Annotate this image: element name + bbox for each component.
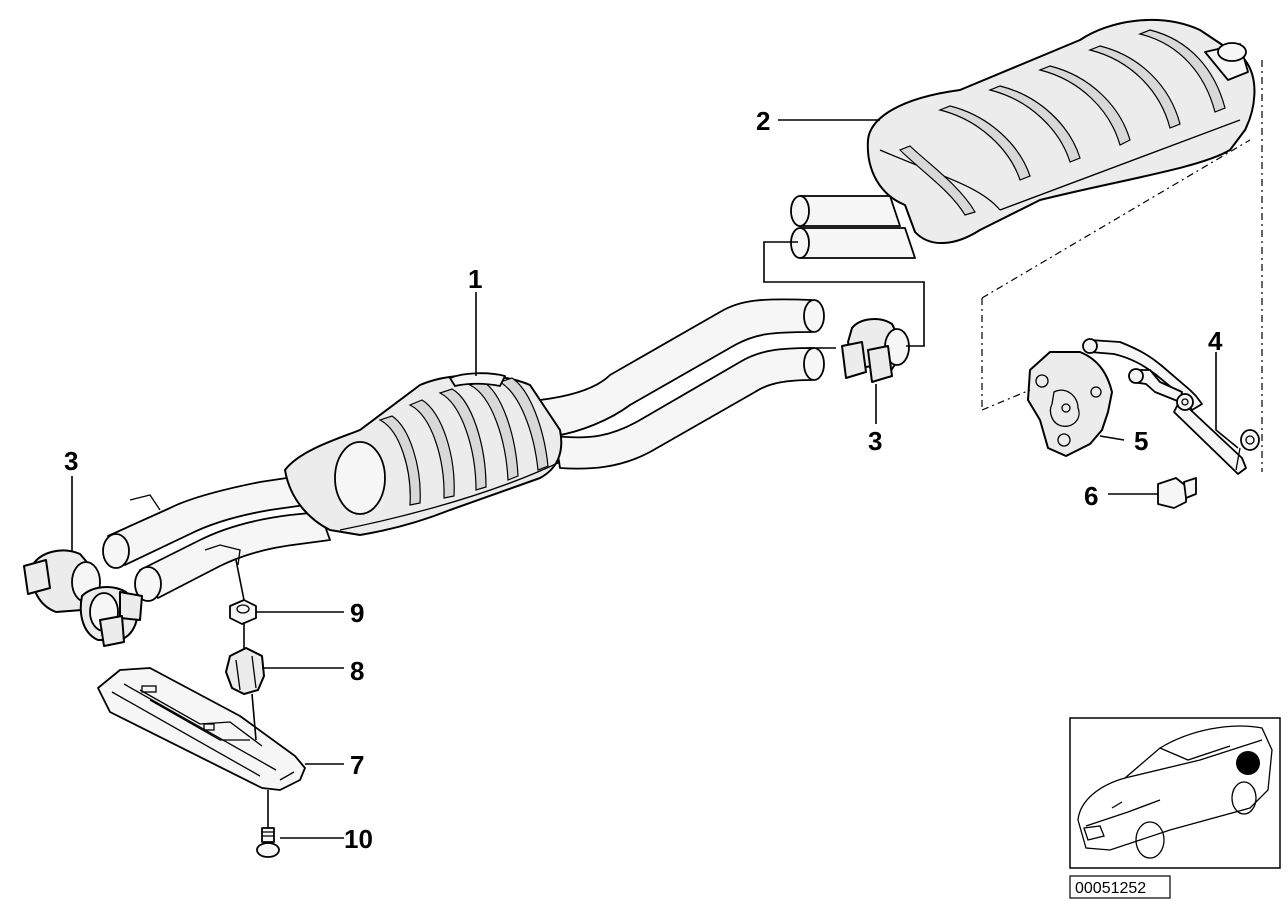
mounting-bracket[interactable] xyxy=(1082,338,1260,475)
callout-2: 2 xyxy=(756,106,770,136)
leader-lines xyxy=(71,119,1239,839)
callout-labels: 1 2 3 3 4 5 6 7 8 9 10 xyxy=(64,106,1223,854)
drawing-code-box: 00051252 xyxy=(1069,875,1171,899)
catalytic-converter[interactable] xyxy=(102,298,825,602)
callout-3-left: 3 xyxy=(64,446,78,476)
callout-3-right: 3 xyxy=(868,426,882,456)
callout-5: 5 xyxy=(1134,426,1148,456)
screw[interactable] xyxy=(256,827,280,858)
heat-shield[interactable] xyxy=(97,667,306,791)
callout-7: 7 xyxy=(350,750,364,780)
pipe-clamp-left[interactable] xyxy=(23,549,143,647)
rubber-mount[interactable] xyxy=(1027,351,1113,457)
vehicle-locator-inset xyxy=(1069,717,1281,869)
callout-8: 8 xyxy=(350,656,364,686)
callout-9: 9 xyxy=(350,598,364,628)
location-marker xyxy=(1236,751,1260,775)
rubber-mounting[interactable] xyxy=(225,647,265,695)
pipe-clamp-right[interactable] xyxy=(841,318,910,383)
callout-4: 4 xyxy=(1208,326,1223,356)
rear-silencer[interactable] xyxy=(790,19,1256,259)
hex-bolt[interactable] xyxy=(1157,477,1197,509)
hex-nut[interactable] xyxy=(229,599,257,625)
callout-1: 1 xyxy=(468,264,482,294)
drawing-code: 00051252 xyxy=(1075,880,1146,897)
assembly-lines xyxy=(981,60,1263,472)
callout-6: 6 xyxy=(1084,481,1098,511)
callout-10: 10 xyxy=(344,824,373,854)
